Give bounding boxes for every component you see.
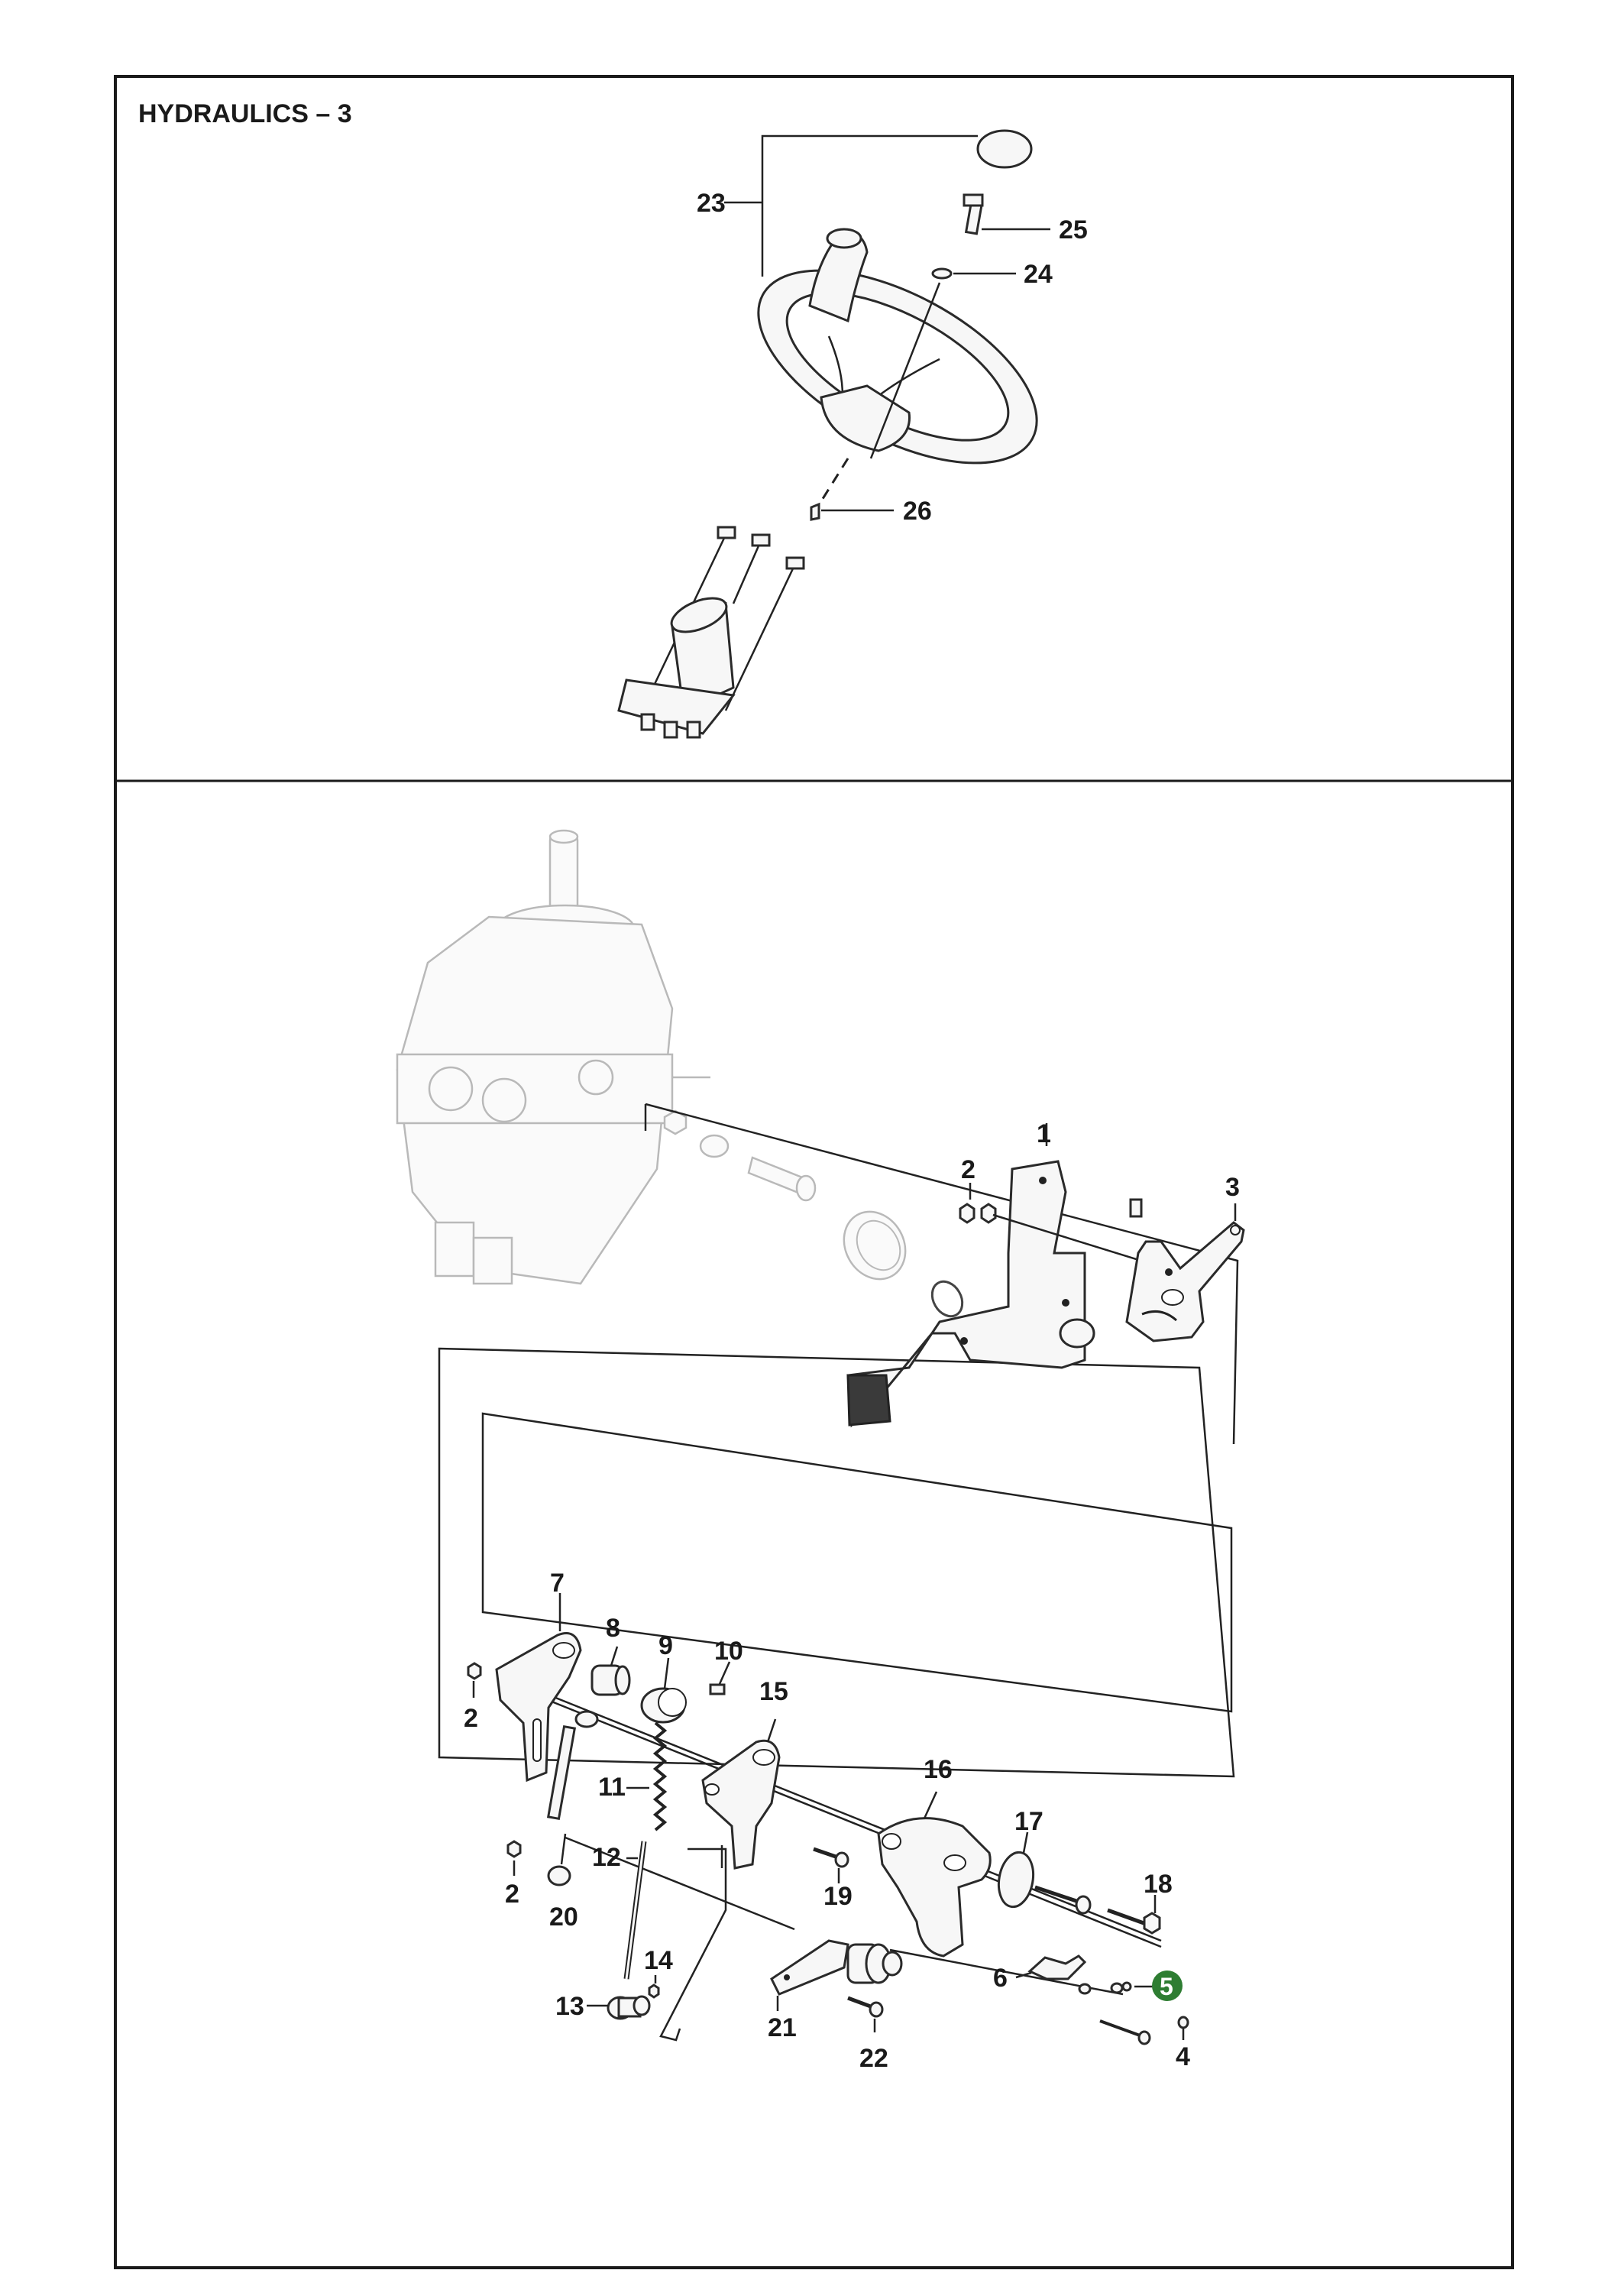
- callout-6: 6: [993, 1964, 1008, 1993]
- page-title: HYDRAULICS – 3: [138, 99, 352, 128]
- callout-12: 12: [592, 1843, 621, 1872]
- spring-part-11: [626, 1721, 668, 1831]
- callout-2-low: 2: [505, 1880, 519, 1909]
- screw-part-22: [847, 1996, 884, 2032]
- callout-5[interactable]: 5: [1160, 1973, 1173, 2000]
- callout-13: 13: [555, 1992, 584, 2021]
- hydrostatic-transmission: [396, 829, 964, 1318]
- callout-7: 7: [550, 1569, 565, 1598]
- callout-18: 18: [1144, 1870, 1173, 1899]
- callout-22: 22: [859, 2044, 888, 2073]
- callout-19: 19: [823, 1882, 853, 1911]
- callout-16: 16: [924, 1755, 953, 1784]
- steering-wheel: [757, 228, 1038, 465]
- callout-26: 26: [903, 497, 932, 526]
- steering-assembly: 23 25 24 26: [617, 129, 1088, 739]
- cam-plate-part-16: [877, 1791, 992, 1958]
- leader-23-bracket: [761, 134, 978, 277]
- mount-part-21: [770, 1939, 903, 2011]
- callout-10: 10: [714, 1637, 743, 1666]
- lever-part-15: [701, 1718, 781, 1870]
- callout-17: 17: [1014, 1807, 1043, 1836]
- callout-21: 21: [768, 2013, 797, 2042]
- callout-23: 23: [697, 189, 726, 218]
- guide-box-upper: [645, 1103, 1239, 1445]
- callout-20: 20: [549, 1903, 578, 1932]
- pivot-rod-part-1: [992, 1213, 1154, 1266]
- nut-part-2-mid: [467, 1662, 482, 1680]
- callout-2-mid: 2: [464, 1704, 478, 1733]
- key-part-26: [810, 502, 820, 521]
- bushing-part-8: [590, 1646, 631, 1696]
- callout-25: 25: [1059, 215, 1088, 244]
- callout-1: 1: [1037, 1119, 1051, 1148]
- steering-column: [617, 526, 805, 739]
- callout-4: 4: [1176, 2042, 1190, 2071]
- callout-8: 8: [606, 1614, 620, 1643]
- washer-part-24: [931, 267, 953, 280]
- screw-part-4: [1099, 2019, 1143, 2038]
- callout-3: 3: [1225, 1173, 1240, 1202]
- callout-9: 9: [658, 1631, 673, 1660]
- set-screw-part-10: [709, 1661, 731, 1695]
- guide-box-outer: [438, 1347, 1235, 1778]
- callout-14: 14: [644, 1946, 673, 1975]
- lever-part-7: [495, 1593, 582, 1783]
- pin-part-14: [648, 1975, 660, 1999]
- nut-part-2-low: [506, 1840, 522, 1858]
- callout-2-top: 2: [961, 1155, 976, 1184]
- collar-part-9: [640, 1657, 687, 1724]
- washer-part-17: [997, 1831, 1035, 1909]
- callout-24: 24: [1024, 260, 1053, 289]
- pedal-bracket-part-1: [846, 1160, 1095, 1428]
- screw-part-19: [813, 1847, 849, 1883]
- nut-part-5: [1078, 1983, 1092, 1995]
- pivot-part-13: [587, 1995, 651, 2020]
- callout-11: 11: [598, 1773, 626, 1802]
- bolt-part-18: [1034, 1885, 1161, 1935]
- link-part-20: [546, 1710, 599, 1886]
- outer-border: [114, 75, 1514, 2269]
- guide-box-inner: [481, 1412, 1233, 1713]
- cross-shaft: [503, 1676, 1162, 1942]
- nut-part-2-top: [959, 1203, 976, 1224]
- highlight-badge-5[interactable]: [1152, 1971, 1183, 2001]
- callout-15: 15: [759, 1677, 788, 1706]
- center-cap: [976, 129, 1033, 169]
- clip-part-6: [1015, 1954, 1087, 1980]
- bracket-part-3: [1125, 1198, 1245, 1342]
